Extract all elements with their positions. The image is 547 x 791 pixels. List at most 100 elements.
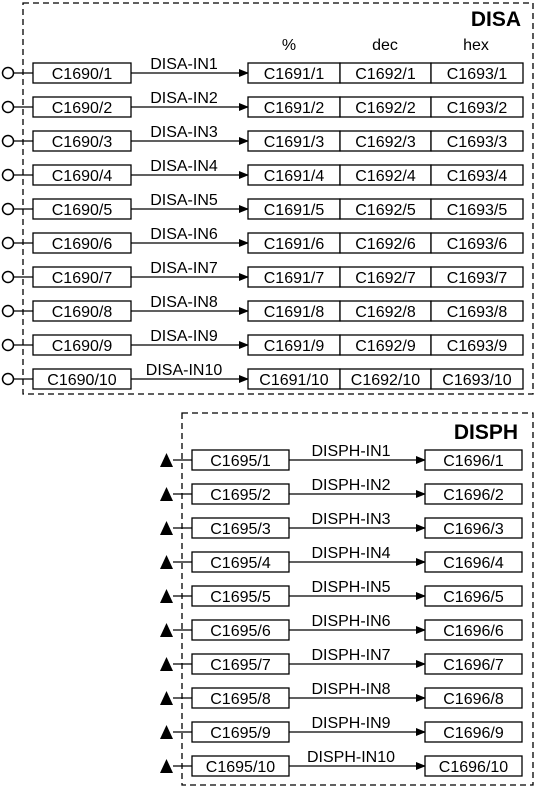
disph-output-box (424, 483, 523, 505)
disa-source-label: C1690/6 (52, 236, 113, 253)
disph-output-label: C1696/5 (443, 589, 504, 606)
disph-output-box (424, 551, 523, 573)
disph-output-label: C1696/1 (443, 453, 504, 470)
disph-output-label: C1696/10 (439, 759, 508, 776)
input-port-triangle-icon (160, 521, 173, 535)
disph-source-label: C1695/8 (210, 691, 271, 708)
disa-output-hex-box (430, 334, 524, 356)
disph-source-label: C1695/3 (210, 521, 271, 538)
disa-output-percent-label: C1691/9 (264, 338, 325, 355)
input-port-triangle-icon (160, 589, 173, 603)
disph-signal-label: DISPH-IN2 (311, 477, 390, 494)
disph-signal-label: DISPH-IN7 (311, 647, 390, 664)
disph-output-box (424, 449, 523, 471)
input-port-circle-icon (1, 100, 15, 114)
disa-output-dec-label: C1692/10 (351, 372, 420, 389)
disa-source-label: C1690/5 (52, 202, 113, 219)
input-port-triangle-icon (160, 623, 173, 637)
disa-group-title: DISA (471, 8, 521, 31)
disa-output-hex-box (430, 96, 524, 118)
disph-signal-label: DISPH-IN4 (311, 545, 390, 562)
input-port-circle-icon (1, 304, 15, 318)
disph-output-box (424, 687, 523, 709)
disa-output-dec-label: C1692/2 (355, 100, 416, 117)
disph-group-title: DISPH (454, 421, 518, 444)
disph-output-box (424, 721, 523, 743)
input-port-circle-icon (1, 168, 15, 182)
disa-output-percent-label: C1691/7 (264, 270, 325, 287)
disa-output-hex-box (430, 300, 524, 322)
input-port-circle-icon (1, 338, 15, 352)
column-header-percent: % (282, 37, 296, 54)
disa-output-hex-label: C1693/2 (447, 100, 508, 117)
disa-signal-label: DISA-IN9 (150, 328, 218, 345)
input-port-triangle-icon (160, 759, 173, 773)
disa-output-hex-label: C1693/1 (447, 66, 508, 83)
disph-output-label: C1696/9 (443, 725, 504, 742)
disa-output-percent-label: C1691/8 (264, 304, 325, 321)
disa-group-frame (22, 2, 534, 395)
disph-output-label: C1696/8 (443, 691, 504, 708)
disa-output-dec-label: C1692/1 (355, 66, 416, 83)
disph-source-label: C1695/5 (210, 589, 271, 606)
disph-signal-label: DISPH-IN6 (311, 613, 390, 630)
disa-source-label: C1690/1 (52, 66, 113, 83)
disph-signal-label: DISPH-IN3 (311, 511, 390, 528)
disa-signal-label: DISA-IN2 (150, 90, 218, 107)
disa-source-label: C1690/4 (52, 168, 113, 185)
disa-output-percent-label: C1691/2 (264, 100, 325, 117)
input-port-circle-icon (1, 372, 15, 386)
disa-output-hex-label: C1693/4 (447, 168, 508, 185)
disa-source-label: C1690/7 (52, 270, 113, 287)
disph-output-box (424, 755, 523, 777)
disph-output-label: C1696/4 (443, 555, 504, 572)
disa-output-percent-label: C1691/3 (264, 134, 325, 151)
disa-signal-label: DISA-IN3 (150, 124, 218, 141)
disa-output-dec-label: C1692/3 (355, 134, 416, 151)
disa-output-hex-label: C1693/8 (447, 304, 508, 321)
disa-output-dec-label: C1692/7 (355, 270, 416, 287)
disa-output-percent-label: C1691/5 (264, 202, 325, 219)
disa-signal-label: DISA-IN7 (150, 260, 218, 277)
disa-source-label: C1690/8 (52, 304, 113, 321)
disa-output-hex-label: C1693/7 (447, 270, 508, 287)
input-port-triangle-icon (160, 555, 173, 569)
disa-output-hex-box (430, 130, 524, 152)
disa-output-hex-box (430, 266, 524, 288)
input-port-triangle-icon (160, 657, 173, 671)
disph-source-label: C1695/9 (210, 725, 271, 742)
disa-output-hex-box (430, 198, 524, 220)
disa-source-label: C1690/3 (52, 134, 113, 151)
input-port-circle-icon (1, 202, 15, 216)
disa-output-dec-label: C1692/8 (355, 304, 416, 321)
disa-output-percent-label: C1691/4 (264, 168, 325, 185)
column-header-dec: dec (372, 37, 398, 54)
input-port-triangle-icon (160, 487, 173, 501)
disa-signal-label: DISA-IN1 (150, 56, 218, 73)
input-port-triangle-icon (160, 453, 173, 467)
disph-signal-label: DISPH-IN9 (311, 715, 390, 732)
disph-output-box (424, 653, 523, 675)
disa-output-hex-box (430, 232, 524, 254)
disph-source-label: C1695/4 (210, 555, 271, 572)
input-port-circle-icon (1, 270, 15, 284)
disph-signal-label: DISPH-IN5 (311, 579, 390, 596)
disph-source-label: C1695/7 (210, 657, 271, 674)
disph-source-label: C1695/6 (210, 623, 271, 640)
disph-source-label: C1695/2 (210, 487, 271, 504)
disph-signal-label: DISPH-IN8 (311, 681, 390, 698)
